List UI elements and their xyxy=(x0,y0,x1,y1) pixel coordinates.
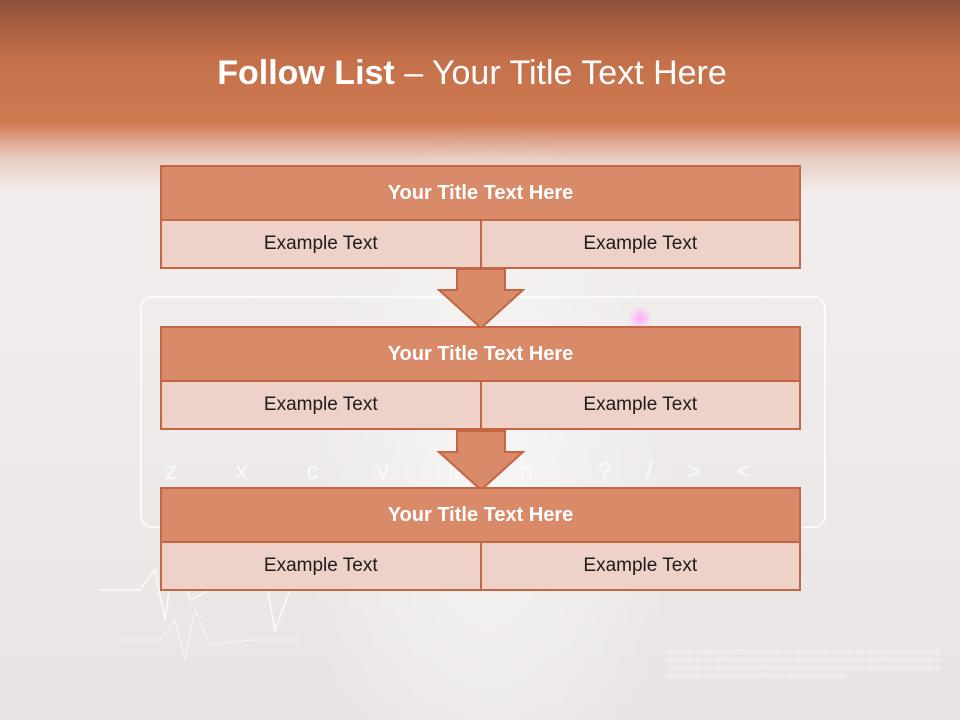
down-arrow-icon xyxy=(436,268,526,330)
block-cell-left[interactable]: Example Text xyxy=(160,219,482,269)
list-block-1[interactable]: Your Title Text Here Example Text Exampl… xyxy=(160,165,801,269)
down-arrow-icon xyxy=(436,430,526,492)
block-title[interactable]: Your Title Text Here xyxy=(160,326,801,382)
slide-title[interactable]: Follow List – Your Title Text Here xyxy=(0,54,944,93)
block-title[interactable]: Your Title Text Here xyxy=(160,487,801,543)
background-keys-row-right: ? / > < xyxy=(598,458,765,485)
slide-title-bold: Follow List xyxy=(217,54,395,92)
block-row: Example Text Example Text xyxy=(160,380,801,430)
list-block-2[interactable]: Your Title Text Here Example Text Exampl… xyxy=(160,326,801,430)
block-cell-right[interactable]: Example Text xyxy=(479,541,801,591)
block-cell-right[interactable]: Example Text xyxy=(479,380,801,430)
block-title[interactable]: Your Title Text Here xyxy=(160,165,801,221)
background-binary-text: 0000200040000200010000000000200000400004… xyxy=(666,648,940,680)
block-row: Example Text Example Text xyxy=(160,219,801,269)
block-cell-left[interactable]: Example Text xyxy=(160,541,482,591)
block-row: Example Text Example Text xyxy=(160,541,801,591)
block-cell-right[interactable]: Example Text xyxy=(479,219,801,269)
list-block-3[interactable]: Your Title Text Here Example Text Exampl… xyxy=(160,487,801,591)
background-ecg-line xyxy=(100,549,300,661)
slide-title-rest: – Your Title Text Here xyxy=(394,54,727,92)
block-cell-left[interactable]: Example Text xyxy=(160,380,482,430)
